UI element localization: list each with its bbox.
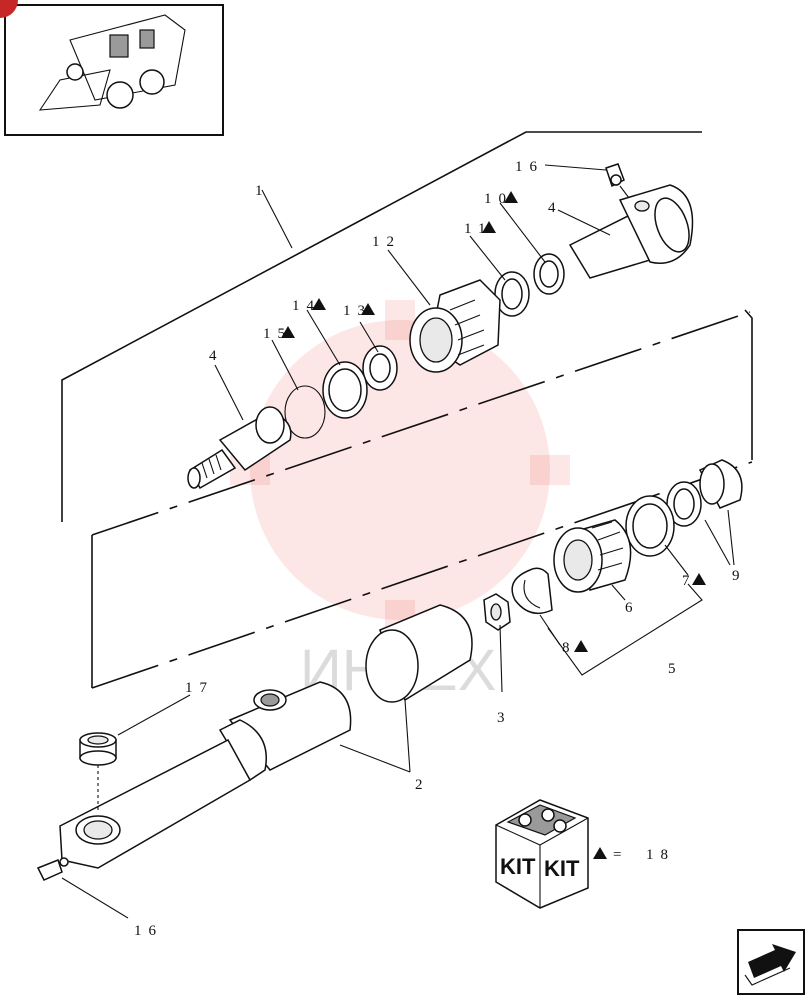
centerline-upper — [91, 311, 751, 536]
kit-marker-icons — [281, 191, 706, 652]
centerline-lower — [91, 461, 753, 689]
assembly-bracket-right — [744, 309, 753, 460]
gland-part-12 — [409, 279, 501, 373]
skid-steer-loader-icon[interactable] — [4, 4, 224, 136]
ring-part-13 — [362, 345, 398, 391]
label-8: 8 — [562, 640, 577, 656]
label-12: 12 — [372, 234, 401, 250]
label-7: 7 — [682, 573, 697, 589]
label-5: 5 — [668, 661, 683, 677]
bushing-part-9 — [666, 459, 743, 527]
label-14: 14 — [292, 298, 321, 314]
leader-lines — [61, 164, 735, 919]
label-4-left: 4 — [209, 348, 224, 364]
label-6: 6 — [625, 600, 640, 616]
kit-box-icon: KIT KIT — [495, 799, 589, 909]
piston-rod-part-4 — [187, 406, 292, 490]
label-13: 13 — [343, 303, 372, 319]
label-10: 10 — [484, 191, 513, 207]
page-badge-icon — [0, 0, 18, 18]
ring-part-14 — [322, 361, 368, 419]
label-4-top: 4 — [548, 200, 563, 216]
label-11: 11 — [464, 221, 492, 237]
label-2: 2 — [415, 777, 430, 793]
kit-legend-number: 18 — [646, 847, 675, 863]
label-1: 1 — [255, 183, 270, 199]
label-3: 3 — [497, 710, 512, 726]
label-9: 9 — [732, 568, 747, 584]
kit-box-word-right: KIT — [544, 856, 580, 881]
next-page-arrow-icon[interactable] — [737, 929, 805, 995]
ring-part-15 — [284, 385, 326, 439]
kit-legend-triangle-icon — [593, 847, 607, 859]
assembly-bracket-top — [61, 131, 702, 522]
barrel-part-2 — [59, 604, 473, 869]
label-16-top: 16 — [515, 159, 544, 175]
label-16-bottom: 16 — [134, 923, 163, 939]
grease-fitting-top — [605, 163, 633, 203]
kit-legend-equals: = — [613, 847, 628, 863]
rod-eye-top — [568, 184, 694, 279]
piston-part-6 — [553, 519, 632, 593]
label-15: 15 — [263, 326, 292, 342]
split-ring-part-8 — [511, 567, 553, 615]
bushing-part-17 — [79, 732, 117, 812]
nut-part-3 — [483, 593, 511, 631]
kit-box-word-left: KIT — [500, 854, 536, 879]
ring-part-10 — [533, 253, 565, 295]
ring-part-7 — [625, 495, 675, 557]
label-17: 17 — [185, 680, 214, 696]
grease-fitting-bottom — [36, 857, 69, 881]
